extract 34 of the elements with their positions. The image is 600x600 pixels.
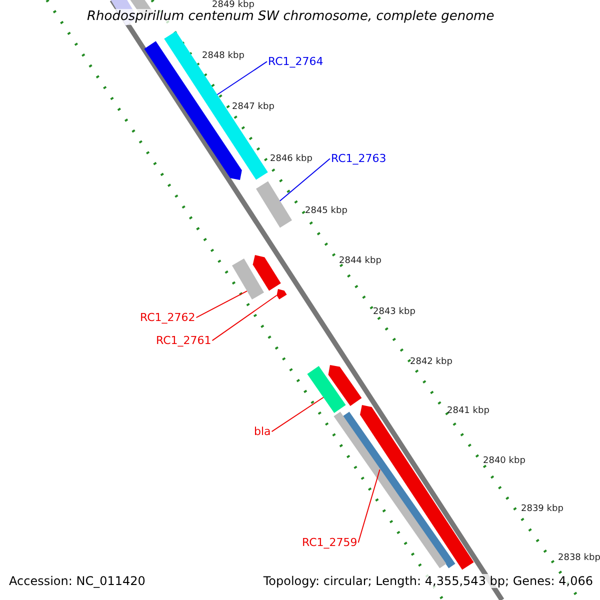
- title: Rhodospirillum centenum SW chromosome, complete genome: [87, 9, 494, 25]
- leader-line: [358, 469, 380, 544]
- scale-tick-label: 2848 kbp: [202, 51, 244, 62]
- scale-tick-label: 2845 kbp: [305, 206, 348, 217]
- scale-tick-label: 2849 kbp: [212, 0, 254, 10]
- scale-tick-label: 2843 kbp: [373, 307, 416, 318]
- scale-tick-label: 2840 kbp: [483, 456, 526, 467]
- gene-bar: [252, 255, 281, 291]
- genome-stats-text: Topology: circular; Length: 4,355,543 bp; Genes: 4,066: [263, 574, 593, 588]
- gene-label: RC1_2761: [156, 334, 212, 348]
- scale-tick-label: 2846 kbp: [270, 154, 312, 165]
- scale-tick-label: 2838 kbp: [558, 553, 600, 564]
- scale-tick-label: 2847 kbp: [232, 102, 274, 113]
- gene-bar: [276, 289, 287, 300]
- gene-bar: [328, 365, 362, 406]
- accession-text: Accession: NC_011420: [9, 574, 146, 588]
- leader-line: [271, 396, 324, 432]
- gene-bar: [360, 405, 474, 570]
- gene-label: bla: [254, 425, 271, 438]
- scale-tick-label: 2839 kbp: [521, 504, 564, 515]
- leader-line: [212, 294, 278, 342]
- scale-tick-label: 2841 kbp: [447, 406, 490, 417]
- gene-bar: [307, 366, 346, 413]
- gene-label: RC1_2763: [331, 152, 386, 166]
- scale-tick-label: 2844 kbp: [339, 256, 382, 267]
- gene-bar: [232, 258, 264, 300]
- gene-bar: [256, 181, 292, 228]
- leader-line: [216, 61, 268, 96]
- gene-label: RC1_2764: [268, 55, 324, 68]
- leader-line: [279, 158, 330, 202]
- gene-label: RC1_2762: [140, 311, 196, 324]
- gene-label: RC1_2759: [302, 536, 358, 550]
- leader-line: [196, 290, 248, 318]
- scale-tick-label: 2842 kbp: [410, 357, 452, 368]
